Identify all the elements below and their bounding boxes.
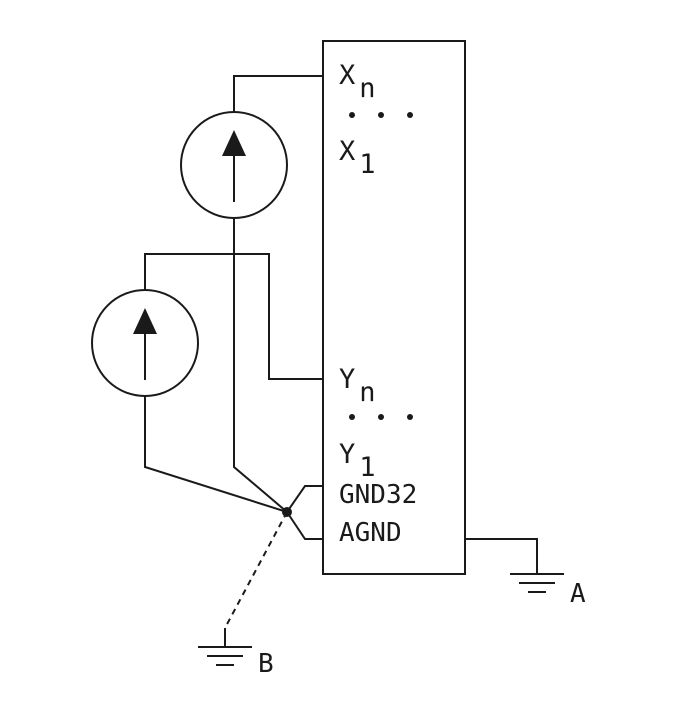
wire-x-source-to-xn — [233, 75, 323, 112]
wire-y-source-to-node — [144, 396, 288, 513]
device-block — [322, 40, 466, 575]
pin-label-yn-base: Y — [339, 364, 355, 395]
x-pins-ellipsis — [349, 112, 413, 118]
wire-node-to-agnd — [286, 511, 323, 540]
y-pins-ellipsis — [349, 414, 413, 420]
dashed-wire-to-ground-b — [224, 511, 288, 629]
pin-label-gnd32: GND32 — [339, 480, 417, 510]
wire-y-source-to-yn — [144, 253, 323, 380]
pin-label-y1-base: Y — [339, 439, 355, 470]
pin-label-x1-base: X — [339, 136, 355, 167]
pin-label-xn-base: X — [339, 60, 355, 91]
current-source-x-arrow-head — [222, 130, 246, 156]
current-source-x — [180, 111, 288, 219]
ground-a-symbol — [510, 573, 564, 593]
wire-agnd-to-ground-a — [465, 538, 538, 574]
ground-label-a: A — [570, 579, 586, 609]
wire-node-to-gnd32 — [286, 485, 323, 513]
current-source-y — [91, 289, 199, 397]
pin-label-agnd: AGND — [339, 518, 402, 548]
current-source-y-arrow-head — [133, 308, 157, 334]
ground-b-symbol — [198, 628, 252, 666]
wire-x-source-to-node — [233, 218, 288, 513]
pin-label-xn-sub: n — [359, 73, 375, 104]
pin-label-y1-sub: 1 — [359, 452, 375, 483]
pin-label-x1-sub: 1 — [359, 149, 375, 180]
ground-label-b: B — [258, 649, 274, 679]
pin-label-yn-sub: n — [359, 377, 375, 408]
